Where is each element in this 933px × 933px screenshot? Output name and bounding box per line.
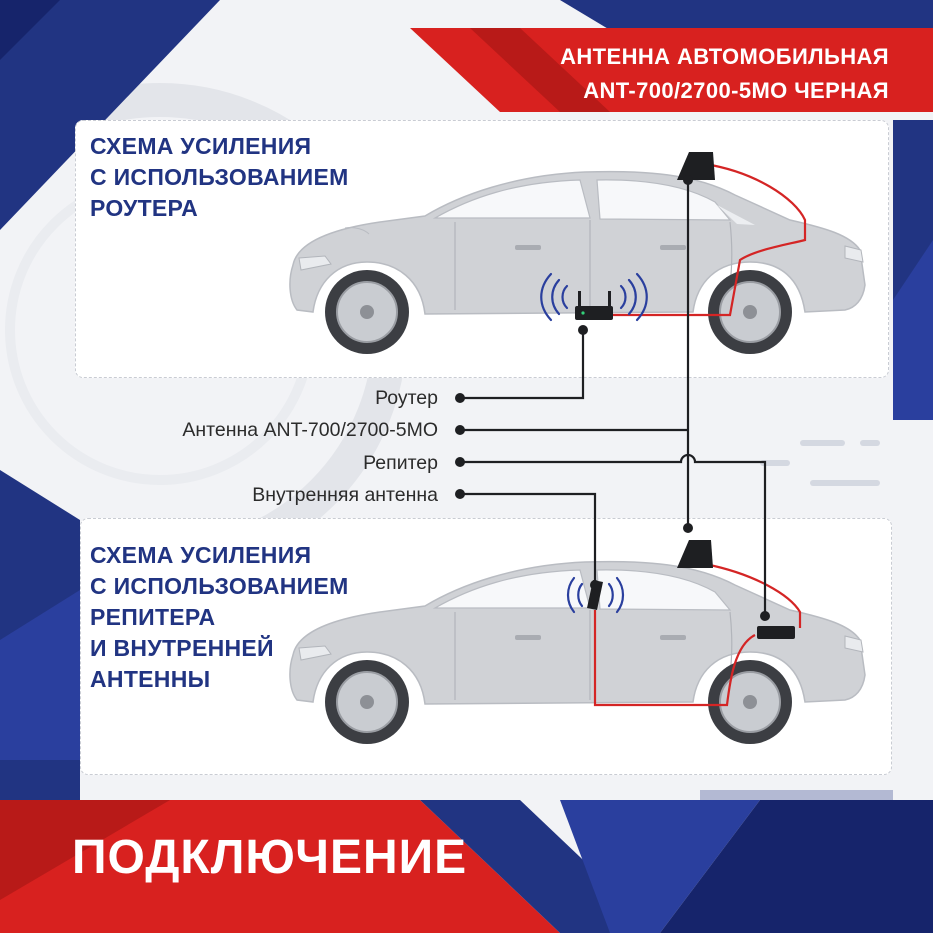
legend-repeater-label: Репитер bbox=[363, 452, 438, 474]
cable bbox=[605, 162, 807, 317]
car-antenna-icon bbox=[677, 540, 713, 568]
repeater-scheme-title-line: АНТЕННЫ bbox=[90, 666, 211, 692]
car-bottom bbox=[289, 540, 866, 744]
router-icon bbox=[575, 291, 613, 320]
router-scheme-title-line: СХЕМА УСИЛЕНИЯ bbox=[90, 133, 312, 159]
product-title: АНТЕННА АВТОМОБИЛЬНАЯ ANT-700/2700-5MO Ч… bbox=[560, 40, 889, 108]
car-body bbox=[289, 170, 866, 315]
footer-title: ПОДКЛЮЧЕНИЕ bbox=[72, 831, 468, 884]
car-wheel bbox=[708, 270, 792, 354]
legend-inner-antenna-label: Внутренняя антенна bbox=[252, 484, 438, 506]
repeater-scheme-title-line: И ВНУТРЕННЕЙ bbox=[90, 635, 274, 661]
repeater-scheme-title-line: СХЕМА УСИЛЕНИЯ bbox=[90, 542, 312, 568]
repeater-scheme-title: СХЕМА УСИЛЕНИЯ С ИСПОЛЬЗОВАНИЕМ РЕПИТЕРА… bbox=[90, 540, 349, 695]
car-wheel bbox=[325, 270, 409, 354]
router-scheme-title-line: С ИСПОЛЬЗОВАНИЕМ bbox=[90, 164, 349, 190]
router-scheme-title: СХЕМА УСИЛЕНИЯ С ИСПОЛЬЗОВАНИЕМ РОУТЕРА bbox=[90, 131, 349, 224]
product-title-line-2: ANT-700/2700-5MO ЧЕРНАЯ bbox=[583, 78, 889, 103]
car-top bbox=[289, 152, 866, 354]
repeater-scheme-title-line: С ИСПОЛЬЗОВАНИЕМ bbox=[90, 573, 349, 599]
repeater-scheme-title-line: РЕПИТЕРА bbox=[90, 604, 216, 630]
signal-waves-icon bbox=[540, 272, 648, 322]
cable bbox=[593, 610, 756, 707]
legend-router-label: Роутер bbox=[375, 387, 438, 409]
car-wheel bbox=[325, 660, 409, 744]
legend-antenna-label: Антенна ANT-700/2700-5MO bbox=[182, 419, 438, 441]
car-antenna-icon bbox=[677, 152, 715, 180]
router-scheme-title-line: РОУТЕРА bbox=[90, 195, 199, 221]
product-title-line-1: АНТЕННА АВТОМОБИЛЬНАЯ bbox=[560, 44, 889, 69]
repeater-icon bbox=[757, 626, 795, 639]
car-wheel bbox=[708, 660, 792, 744]
